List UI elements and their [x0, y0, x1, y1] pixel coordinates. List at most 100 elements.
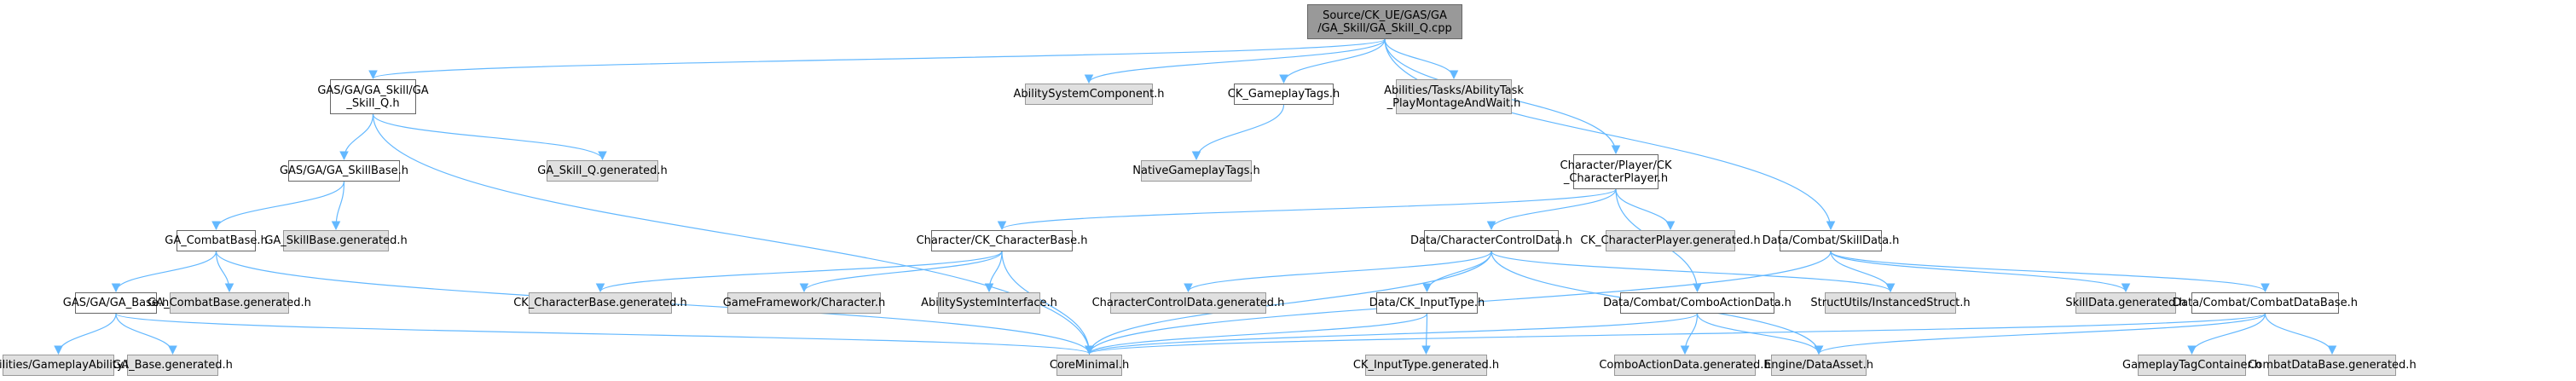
edge-char-base-to-charbase-gen: [595, 251, 1003, 293]
edge-ctrl-data-to-input-type: [1422, 251, 1492, 293]
graph-node-gameplay-ability[interactable]: Abilities/GameplayAbility.h: [0, 355, 132, 376]
graph-node-asi[interactable]: AbilitySystemInterface.h: [921, 292, 1057, 314]
edge-char-player-to-player-gen: [1615, 188, 1676, 231]
graph-node-combatbase-gen[interactable]: GA_CombatBase.generated.h: [148, 292, 311, 314]
node-label: GA_Skill_Q.generated.h: [537, 165, 668, 177]
edge-root-to-skill-data: [1384, 38, 1836, 231]
edge-combatbase-h-to-ga-base: [111, 251, 217, 293]
edge-combat-db-to-data-asset: [1814, 313, 2266, 355]
node-label: Data/CK_InputType.h: [1369, 297, 1485, 309]
graph-node-skillbase-gen[interactable]: GA_SkillBase.generated.h: [264, 230, 408, 251]
edge-root-to-asc: [1084, 38, 1386, 84]
node-label: GAS/GA/GA_SkillBase.h: [279, 165, 409, 177]
node-label: ComboActionData.generated.h: [1599, 359, 1771, 372]
edge-skillbase-h-to-combatbase-h: [211, 181, 345, 231]
edge-ga-base-to-gameplay-ability: [54, 313, 117, 355]
graph-node-input-type[interactable]: Data/CK_InputType.h: [1369, 292, 1485, 314]
graph-node-ck-tags[interactable]: CK_GameplayTags.h: [1228, 84, 1340, 105]
graph-node-char-player[interactable]: Character/Player/CK _CharacterPlayer.h: [1560, 154, 1672, 189]
graph-node-tag-container[interactable]: GameplayTagContainer.h: [2122, 355, 2261, 376]
edge-ga-skill-q-h-to-core-min: [372, 113, 1094, 355]
edge-root-to-montage: [1384, 38, 1459, 80]
graph-node-combatdb-gen[interactable]: CombatDataBase.generated.h: [2248, 355, 2417, 376]
graph-node-ga-base[interactable]: GAS/GA/GA_Base.h: [63, 292, 169, 314]
node-label: Data/Combat/SkillData.h: [1762, 234, 1900, 247]
node-label: CombatDataBase.generated.h: [2248, 359, 2417, 372]
edge-ck-tags-to-native-tags: [1191, 104, 1285, 161]
node-label: Character/Player/CK _CharacterPlayer.h: [1560, 159, 1672, 185]
node-label: GAS/GA/GA_Skill/GA _Skill_Q.h: [317, 84, 429, 110]
edge-combo-data-to-data-asset: [1696, 313, 1824, 355]
graph-node-ctrl-gen[interactable]: CharacterControlData.generated.h: [1092, 292, 1284, 314]
node-label: CharacterControlData.generated.h: [1091, 297, 1285, 309]
node-label: AbilitySystemInterface.h: [921, 297, 1057, 309]
graph-node-combat-db[interactable]: Data/Combat/CombatDataBase.h: [2173, 292, 2358, 314]
graph-node-skill-q-gen[interactable]: GA_Skill_Q.generated.h: [537, 160, 668, 182]
edge-ga-base-to-ga-base-gen: [115, 313, 177, 355]
edge-skill-data-to-combat-db: [1830, 251, 2270, 293]
node-label: Engine/DataAsset.h: [1764, 359, 1873, 372]
node-label: Data/Combat/CombatDataBase.h: [2173, 297, 2358, 309]
node-label: Abilities/GameplayAbility.h: [0, 359, 133, 372]
graph-node-asc[interactable]: AbilitySystemComponent.h: [1013, 84, 1165, 105]
graph-node-inst-struct[interactable]: StructUtils/InstancedStruct.h: [1810, 292, 1971, 314]
graph-node-core-min[interactable]: CoreMinimal.h: [1050, 355, 1129, 376]
edge-ga-skill-q-h-to-skillbase-h: [339, 113, 374, 161]
edge-skillbase-h-to-skillbase-gen: [331, 181, 345, 231]
node-label: CK_InputType.generated.h: [1352, 359, 1500, 372]
node-label: CK_CharacterBase.generated.h: [513, 297, 687, 309]
graph-node-native-tags[interactable]: NativeGameplayTags.h: [1132, 160, 1260, 182]
graph-node-charbase-gen[interactable]: CK_CharacterBase.generated.h: [513, 292, 687, 314]
edge-combat-db-to-core-min: [1085, 313, 2266, 355]
graph-node-gf-char[interactable]: GameFramework/Character.h: [723, 292, 885, 314]
node-label: GA_CombatBase.h: [165, 234, 268, 247]
node-label: GameFramework/Character.h: [722, 297, 886, 309]
graph-node-combatbase-h[interactable]: GA_CombatBase.h: [165, 230, 268, 251]
node-label: Source/CK_UE/GAS/GA /GA_Skill/GA_Skill_Q…: [1317, 9, 1452, 35]
node-label: AbilitySystemComponent.h: [1013, 88, 1165, 101]
graph-node-ctrl-data[interactable]: Data/CharacterControlData.h: [1410, 230, 1572, 251]
graph-node-ga-skill-q-h[interactable]: GAS/GA/GA_Skill/GA _Skill_Q.h: [317, 79, 429, 114]
edge-char-base-to-gf-char: [799, 251, 1003, 293]
node-label: StructUtils/InstancedStruct.h: [1810, 297, 1971, 309]
edge-combo-data-to-core-min: [1085, 313, 1699, 355]
node-label: GameplayTagContainer.h: [2122, 359, 2261, 372]
edge-skill-data-to-skilldata-gen: [1830, 251, 2131, 293]
node-label: SkillData.generated.h: [2065, 297, 2186, 309]
node-label: Data/CharacterControlData.h: [1410, 234, 1573, 247]
graph-node-ga-base-gen[interactable]: GA_Base.generated.h: [113, 355, 233, 376]
node-label: CK_GameplayTags.h: [1227, 88, 1340, 101]
edge-ga-base-to-core-min: [115, 313, 1094, 355]
graph-node-char-base[interactable]: Character/CK_CharacterBase.h: [917, 230, 1087, 251]
edge-char-base-to-asi: [984, 251, 1003, 293]
graph-node-skillbase-h[interactable]: GAS/GA/GA_SkillBase.h: [280, 160, 408, 182]
edge-combat-db-to-tag-container: [2187, 313, 2266, 355]
graph-node-root[interactable]: Source/CK_UE/GAS/GA /GA_Skill/GA_Skill_Q…: [1307, 4, 1462, 39]
node-label: Data/Combat/ComboActionData.h: [1603, 297, 1792, 309]
edge-char-player-to-char-base: [997, 188, 1617, 231]
graph-node-data-asset[interactable]: Engine/DataAsset.h: [1764, 355, 1873, 376]
edge-ctrl-data-to-ctrl-gen: [1184, 251, 1492, 293]
graph-node-input-gen[interactable]: CK_InputType.generated.h: [1353, 355, 1499, 376]
edge-skill-data-to-inst-struct: [1830, 251, 1896, 293]
edge-ga-skill-q-h-to-skill-q-gen: [372, 113, 607, 161]
node-label: CK_CharacterPlayer.generated.h: [1580, 234, 1761, 247]
graph-node-combo-data[interactable]: Data/Combat/ComboActionData.h: [1603, 292, 1792, 314]
node-label: GAS/GA/GA_Base.h: [62, 297, 170, 309]
edge-char-base-to-core-min: [1001, 251, 1094, 355]
node-label: GA_SkillBase.generated.h: [264, 234, 408, 247]
edge-combat-db-to-combatdb-gen: [2264, 313, 2337, 355]
graph-node-skill-data[interactable]: Data/Combat/SkillData.h: [1763, 230, 1899, 251]
edge-root-to-ga-skill-q-h: [368, 38, 1386, 80]
edge-combatbase-h-to-combatbase-gen: [215, 251, 234, 293]
edge-input-type-to-core-min: [1085, 313, 1428, 355]
node-label: GA_Base.generated.h: [113, 359, 233, 372]
graph-node-skilldata-gen[interactable]: SkillData.generated.h: [2065, 292, 2186, 314]
node-label: CoreMinimal.h: [1049, 359, 1130, 372]
graph-node-montage[interactable]: Abilities/Tasks/AbilityTask _PlayMontage…: [1384, 79, 1524, 114]
graph-node-player-gen[interactable]: CK_CharacterPlayer.generated.h: [1580, 230, 1761, 251]
node-label: Character/CK_CharacterBase.h: [916, 234, 1088, 247]
graph-node-combo-gen[interactable]: ComboActionData.generated.h: [1599, 355, 1771, 376]
edge-root-to-ck-tags: [1279, 38, 1386, 84]
